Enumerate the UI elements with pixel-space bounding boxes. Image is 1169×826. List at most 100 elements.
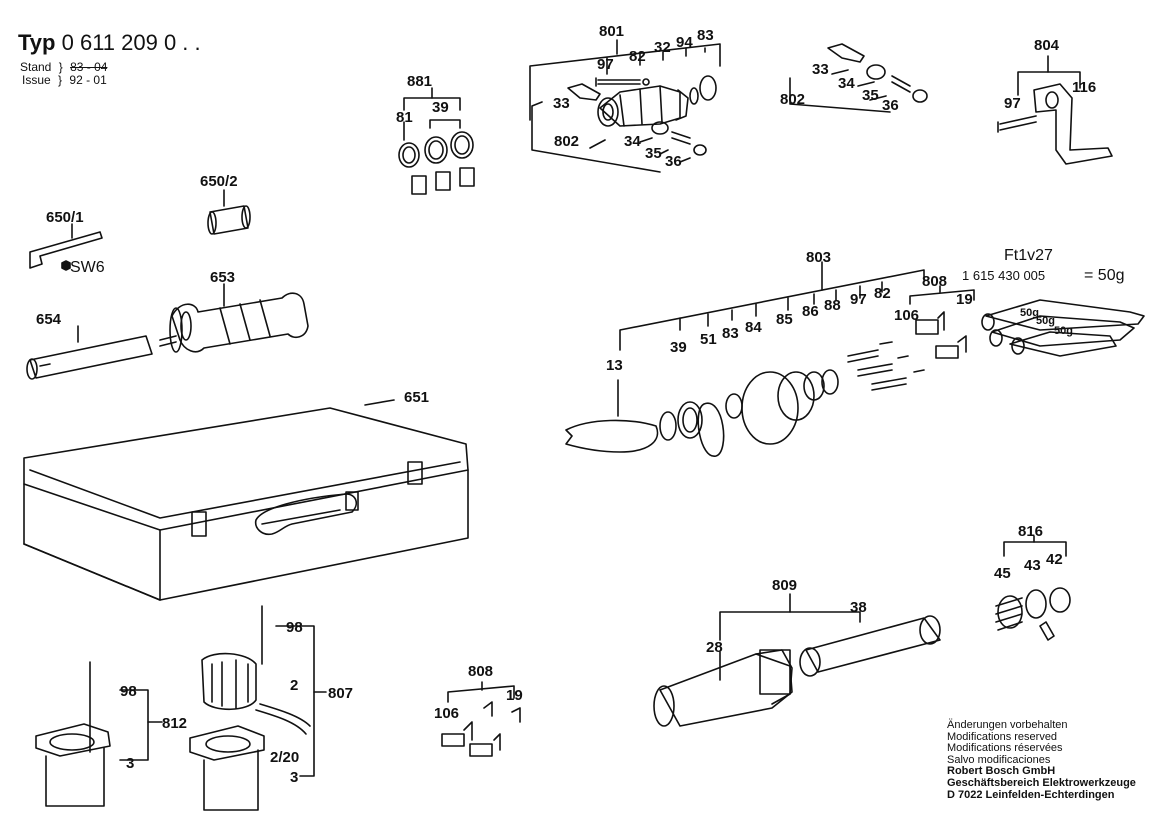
label-42: 42 xyxy=(1046,551,1063,568)
label-33-a: 33 xyxy=(553,95,570,112)
label-804: 804 xyxy=(1034,37,1060,54)
hex-key-650-1 xyxy=(29,223,103,271)
label-807: 807 xyxy=(328,685,353,702)
seal-kit-803 xyxy=(565,261,925,457)
label-106-b: 106 xyxy=(434,705,459,722)
label-43: 43 xyxy=(1024,557,1041,574)
label-97-b: 97 xyxy=(1004,95,1021,112)
label-106-a: 106 xyxy=(894,307,919,324)
label-32: 32 xyxy=(654,39,671,56)
label-19-a: 19 xyxy=(956,291,973,308)
footer-division: Geschäftsbereich Elektrowerkzeuge xyxy=(947,776,1136,789)
label-36-b: 36 xyxy=(882,97,899,114)
housing-812 xyxy=(35,661,163,807)
footer-company: Robert Bosch GmbH xyxy=(947,765,1056,778)
issue-label: Issue xyxy=(22,73,51,87)
label-3-a: 3 xyxy=(126,755,134,772)
label-81: 81 xyxy=(396,109,413,126)
label-83-b: 83 xyxy=(722,325,739,342)
footer-notice: Änderungen vorbehalten Modifications res… xyxy=(947,719,1136,801)
stand-row: Stand } 83 - 04 xyxy=(20,60,108,74)
label-803: 803 xyxy=(806,249,831,266)
footer-note-de: Änderungen vorbehalten xyxy=(947,719,1068,731)
label-97-top: 97 xyxy=(597,56,614,73)
label-650-2: 650/2 xyxy=(200,173,238,190)
label-28: 28 xyxy=(706,639,723,656)
stand-value: 83 - 04 xyxy=(70,60,108,74)
label-34-b: 34 xyxy=(838,75,855,92)
label-82-top: 82 xyxy=(629,48,646,65)
label-802-a: 802 xyxy=(554,133,579,150)
label-3-b: 3 xyxy=(290,769,298,786)
bracket-803 xyxy=(619,269,925,351)
depth-rod-654 xyxy=(26,325,153,380)
label-33-b: 33 xyxy=(812,61,829,78)
label-35-a: 35 xyxy=(645,145,662,162)
kit-code: Ft1v27 xyxy=(1004,247,1053,264)
label-82-b: 82 xyxy=(874,285,891,302)
brush-holder-kit-808-lower xyxy=(441,681,521,757)
label-651: 651 xyxy=(404,389,429,406)
label-97-c: 97 xyxy=(850,291,867,308)
kit-amount: = 50g xyxy=(1084,267,1124,284)
footer-note-en: Modifications reserved xyxy=(947,730,1058,743)
carry-case-651 xyxy=(23,399,469,601)
label-116: 116 xyxy=(1072,79,1096,96)
bracket-804 xyxy=(997,55,1113,165)
label-88: 88 xyxy=(824,297,841,314)
label-801: 801 xyxy=(599,23,624,40)
type-number: Typ 0 611 209 0 . . xyxy=(18,30,201,56)
label-816: 816 xyxy=(1018,523,1043,540)
label-35-b: 35 xyxy=(862,87,879,104)
brush-holder-kit-808-upper xyxy=(909,285,975,359)
field-assembly-807 xyxy=(189,605,327,811)
tube-assembly-809 xyxy=(653,593,941,727)
label-45: 45 xyxy=(994,565,1011,582)
footer-note-es: Salvo modificaciones xyxy=(947,753,1051,766)
issue-value: 92 - 01 xyxy=(69,73,107,87)
label-sw6: SW6 xyxy=(70,259,105,276)
footer-note-fr: Modifications réservées xyxy=(947,742,1063,755)
label-2: 2 xyxy=(290,677,298,694)
side-handle-653 xyxy=(159,283,309,353)
label-650-1: 650/1 xyxy=(46,209,84,226)
label-653: 653 xyxy=(210,269,235,286)
footer-address: D 7022 Leinfelden-Echterdingen xyxy=(947,788,1115,801)
spindle-group-801 xyxy=(529,39,721,173)
label-34-a: 34 xyxy=(624,133,641,150)
tube-label-1: 50g xyxy=(1020,307,1039,319)
label-38: 38 xyxy=(850,599,867,616)
label-881: 881 xyxy=(407,73,432,90)
label-812: 812 xyxy=(162,715,187,732)
issue-row: Issue } 92 - 01 xyxy=(22,73,107,87)
brush-group-881 xyxy=(398,87,475,195)
label-51: 51 xyxy=(700,331,717,348)
label-808-a: 808 xyxy=(922,273,947,290)
label-83-top: 83 xyxy=(697,27,714,44)
label-2-20: 2/20 xyxy=(270,749,299,766)
label-94: 94 xyxy=(676,34,693,51)
label-802-b: 802 xyxy=(780,91,805,108)
label-13: 13 xyxy=(606,357,623,374)
label-85: 85 xyxy=(776,311,793,328)
grease-tubes xyxy=(981,299,1145,357)
bracket-801 xyxy=(529,43,721,121)
label-98-a: 98 xyxy=(120,683,137,700)
label-39-b: 39 xyxy=(670,339,687,356)
label-19-b: 19 xyxy=(506,687,523,704)
label-36-a: 36 xyxy=(665,153,682,170)
label-86: 86 xyxy=(802,303,819,320)
tube-label-2: 50g xyxy=(1036,315,1055,327)
kit-802 xyxy=(789,43,928,113)
stand-label: Stand xyxy=(20,60,52,74)
kit-part-number: 1 615 430 005 xyxy=(962,268,1045,283)
clutch-group-816 xyxy=(995,535,1071,641)
label-98-b: 98 xyxy=(286,619,303,636)
tube-label-3: 50g xyxy=(1054,325,1073,337)
type-value: 0 611 209 0 . . xyxy=(61,30,201,55)
label-654: 654 xyxy=(36,311,62,328)
type-label: Typ xyxy=(18,30,56,55)
label-39-a: 39 xyxy=(432,99,449,116)
